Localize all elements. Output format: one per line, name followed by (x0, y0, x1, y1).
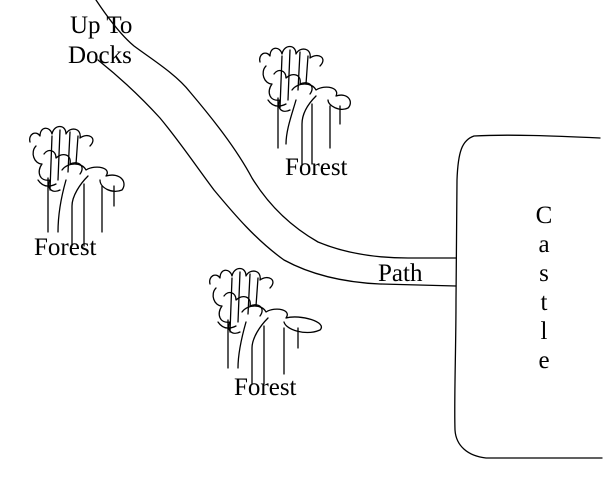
castle-letter-a: a (538, 231, 550, 258)
path-label: Path (378, 260, 423, 287)
forest-top-trees (259, 45, 351, 165)
forest-bottom-trees (209, 267, 323, 385)
castle-letter-e: e (538, 347, 550, 374)
castle-label: C a s t l e (532, 201, 556, 375)
docks-label-line1: Up To (70, 12, 133, 39)
castle-letter-s: s (539, 260, 549, 287)
castle-letter-c: C (535, 202, 553, 229)
forest-left-label: Forest (34, 234, 97, 261)
road-lower-edge (97, 59, 457, 287)
castle-letter-t: t (540, 289, 548, 316)
castle-letter-l: l (540, 318, 548, 345)
forest-top-label: Forest (285, 154, 348, 181)
docks-label-line2: Docks (68, 42, 132, 69)
castle-outline (454, 134, 603, 459)
road-upper-edge (95, 0, 457, 259)
forest-bottom-label: Forest (234, 374, 297, 401)
road-path (95, 0, 457, 287)
forest-left-trees (29, 125, 125, 247)
